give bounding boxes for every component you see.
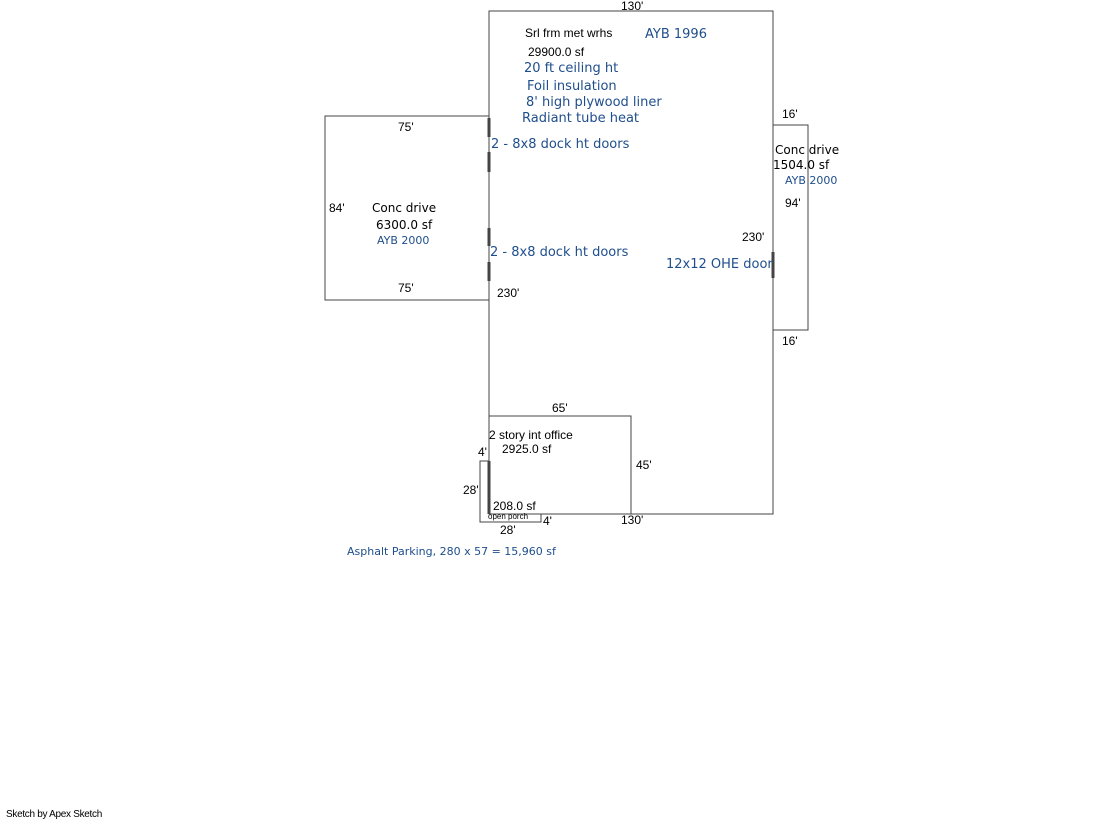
porch-area: 208.0 sf (493, 499, 536, 513)
porch-outline (479, 460, 542, 523)
warehouse-name: Srl frm met wrhs (525, 26, 613, 40)
west-drive-outline (324, 115, 490, 301)
east-drive-ayb: AYB 2000 (785, 174, 838, 187)
west-drive-dim-left: 84' (329, 201, 345, 215)
office-dim-right: 45' (636, 458, 652, 472)
warehouse-note: Foil insulation (527, 79, 617, 94)
warehouse-dim-top: 130' (621, 0, 644, 13)
ohe-door-label: 12x12 OHE door (666, 257, 773, 272)
west-drive-name: Conc drive (372, 201, 437, 215)
parking-label: Asphalt Parking, 280 x 57 = 15,960 sf (347, 545, 556, 558)
west-drive-ayb: AYB 2000 (377, 234, 430, 247)
east-drive-dim-side: 94' (785, 196, 801, 210)
east-drive-dim-bottom: 16' (782, 334, 798, 348)
porch-dim-right: 4' (543, 514, 552, 528)
warehouse-note: Radiant tube heat (522, 111, 640, 126)
warehouse-dim-left: 230' (497, 286, 520, 300)
warehouse-ayb: AYB 1996 (645, 27, 707, 42)
dock-doors-label: 2 - 8x8 dock ht doors (490, 245, 629, 260)
footer-credit: Sketch by Apex Sketch (6, 809, 102, 820)
warehouse-dim-right: 230' (742, 230, 765, 244)
west-drive-dim-bottom: 75' (398, 281, 414, 295)
warehouse-note: 20 ft ceiling ht (524, 61, 619, 76)
porch-dim-left-top: 4' (478, 445, 487, 459)
dock-doors-label: 2 - 8x8 dock ht doors (491, 137, 630, 152)
warehouse-note: 8' high plywood liner (526, 95, 662, 110)
office-dim-top: 65' (552, 401, 568, 415)
warehouse-dim-bottom: 130' (621, 513, 644, 527)
office-name: 2 story int office (489, 428, 573, 442)
porch-name: open porch (488, 512, 529, 521)
warehouse-area: 29900.0 sf (528, 45, 585, 59)
west-drive-dim-top: 75' (398, 120, 414, 134)
west-drive-area: 6300.0 sf (376, 218, 433, 232)
east-drive-dim-top: 16' (782, 107, 798, 121)
east-drive-name: Conc drive (775, 143, 840, 157)
porch-dim-left: 28' (463, 483, 479, 497)
office-area: 2925.0 sf (502, 442, 552, 456)
porch-dim-bottom: 28' (500, 523, 516, 537)
east-drive-area: 1504.0 sf (773, 158, 830, 172)
east-drive-outline (772, 124, 809, 331)
